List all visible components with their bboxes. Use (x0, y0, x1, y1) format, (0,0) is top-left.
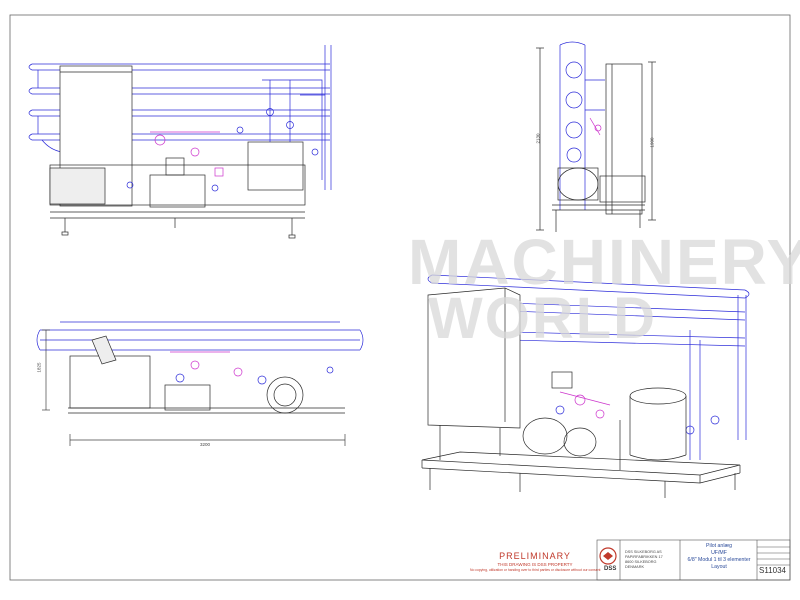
drawing-title-line: 6/8" Modul 1 til 3 elementer (687, 557, 751, 563)
copyright-note: No copying, utilization or handing over … (470, 568, 601, 572)
drawing-title-line: Pilot anlæg (706, 543, 732, 549)
property-note: THIS DRAWING IS DSS PROPERTY (497, 562, 573, 567)
drawing-title-line: UF/MF (711, 550, 727, 556)
isometric-view (421, 274, 750, 498)
dss-logo-icon (599, 547, 617, 565)
dim-overall-length: 3200 (200, 442, 211, 447)
sheet-border (9, 14, 791, 581)
preliminary-stamp: PRELIMINARY (499, 551, 571, 561)
company-address-line: 8600 SILKEBORG (625, 560, 657, 564)
drawing-number: S11034 (759, 566, 786, 575)
side-elevation-view (536, 41, 656, 232)
watermark-line2: WORLD (428, 286, 658, 351)
drawing-title-line: Layout (711, 564, 727, 570)
title-block (596, 539, 791, 581)
watermark-line1: MACHINERY (408, 226, 800, 298)
dim-side-height-b: 1900 (649, 137, 655, 148)
front-elevation-view (28, 45, 332, 239)
dss-logo-text: DSS (604, 566, 617, 572)
company-address-line: PAPIRFABRIKKEN 17 (625, 555, 663, 559)
company-address-line: DENMARK (625, 565, 644, 569)
plan-view (36, 321, 364, 446)
dim-front-height: 1825 (36, 362, 42, 373)
company-address-line: DSS SILKEBORG AS (625, 550, 662, 554)
dim-side-height-a: 2130 (535, 133, 541, 144)
